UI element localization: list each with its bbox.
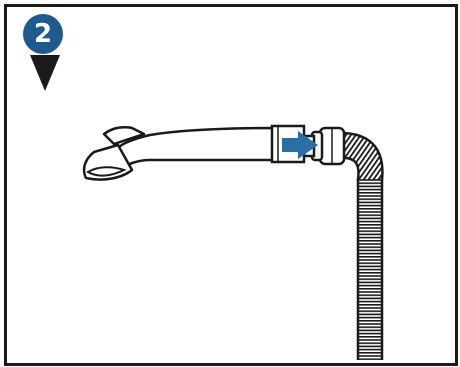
nozzle-icon: [82, 124, 306, 181]
hose-connector-icon: [302, 126, 346, 166]
direction-arrow-icon: [282, 131, 318, 159]
step-pointer-icon: [30, 55, 60, 91]
hose-icon: [343, 131, 384, 360]
step-number-badge: 2: [23, 14, 63, 54]
